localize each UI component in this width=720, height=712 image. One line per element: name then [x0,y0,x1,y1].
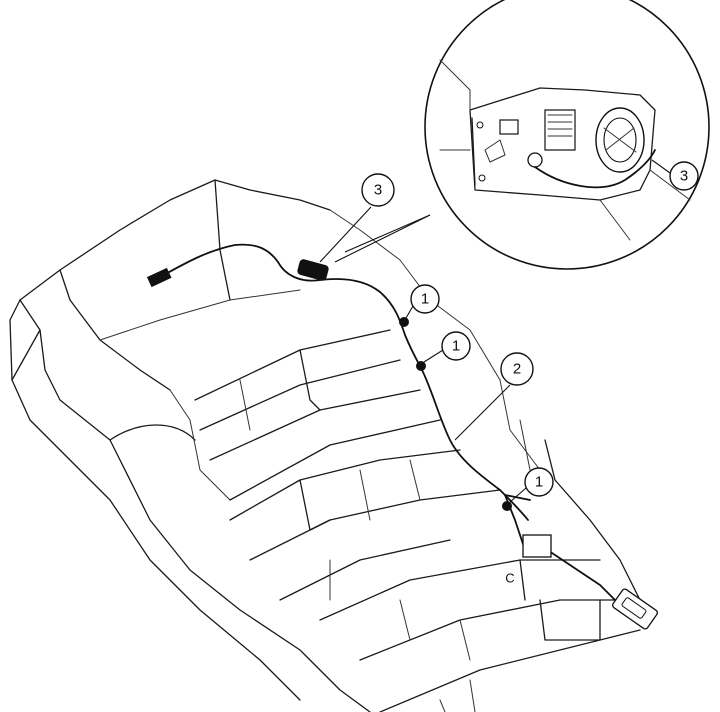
fuel-pump-module [522,534,552,558]
callout-label: 1 [535,474,543,491]
clip-1c [502,501,512,511]
callout-3-upper: 3 [319,173,395,263]
callout-label: 1 [452,338,460,355]
wiring-harness [146,243,658,630]
callout-label: 2 [513,361,521,378]
tank-connector [612,588,658,630]
callout-1-top: 1 [405,284,440,319]
inset-pointer [334,214,431,263]
clip-1b [416,361,426,371]
clip-1a [399,317,409,327]
connector-block [146,267,172,288]
callout-1-middle: 1 [423,331,471,363]
callout-label: 3 [374,182,382,199]
callout-2: 2 [454,352,534,441]
grommet-connector [297,259,329,281]
callout-1-bottom: 1 [509,467,554,503]
detail-inset [424,0,710,270]
vehicle-body [9,179,641,712]
callout-label: 3 [680,168,688,185]
callout-label: 1 [421,291,429,308]
callout-3-inset: 3 [651,159,699,191]
floor-mark: C [505,571,514,586]
